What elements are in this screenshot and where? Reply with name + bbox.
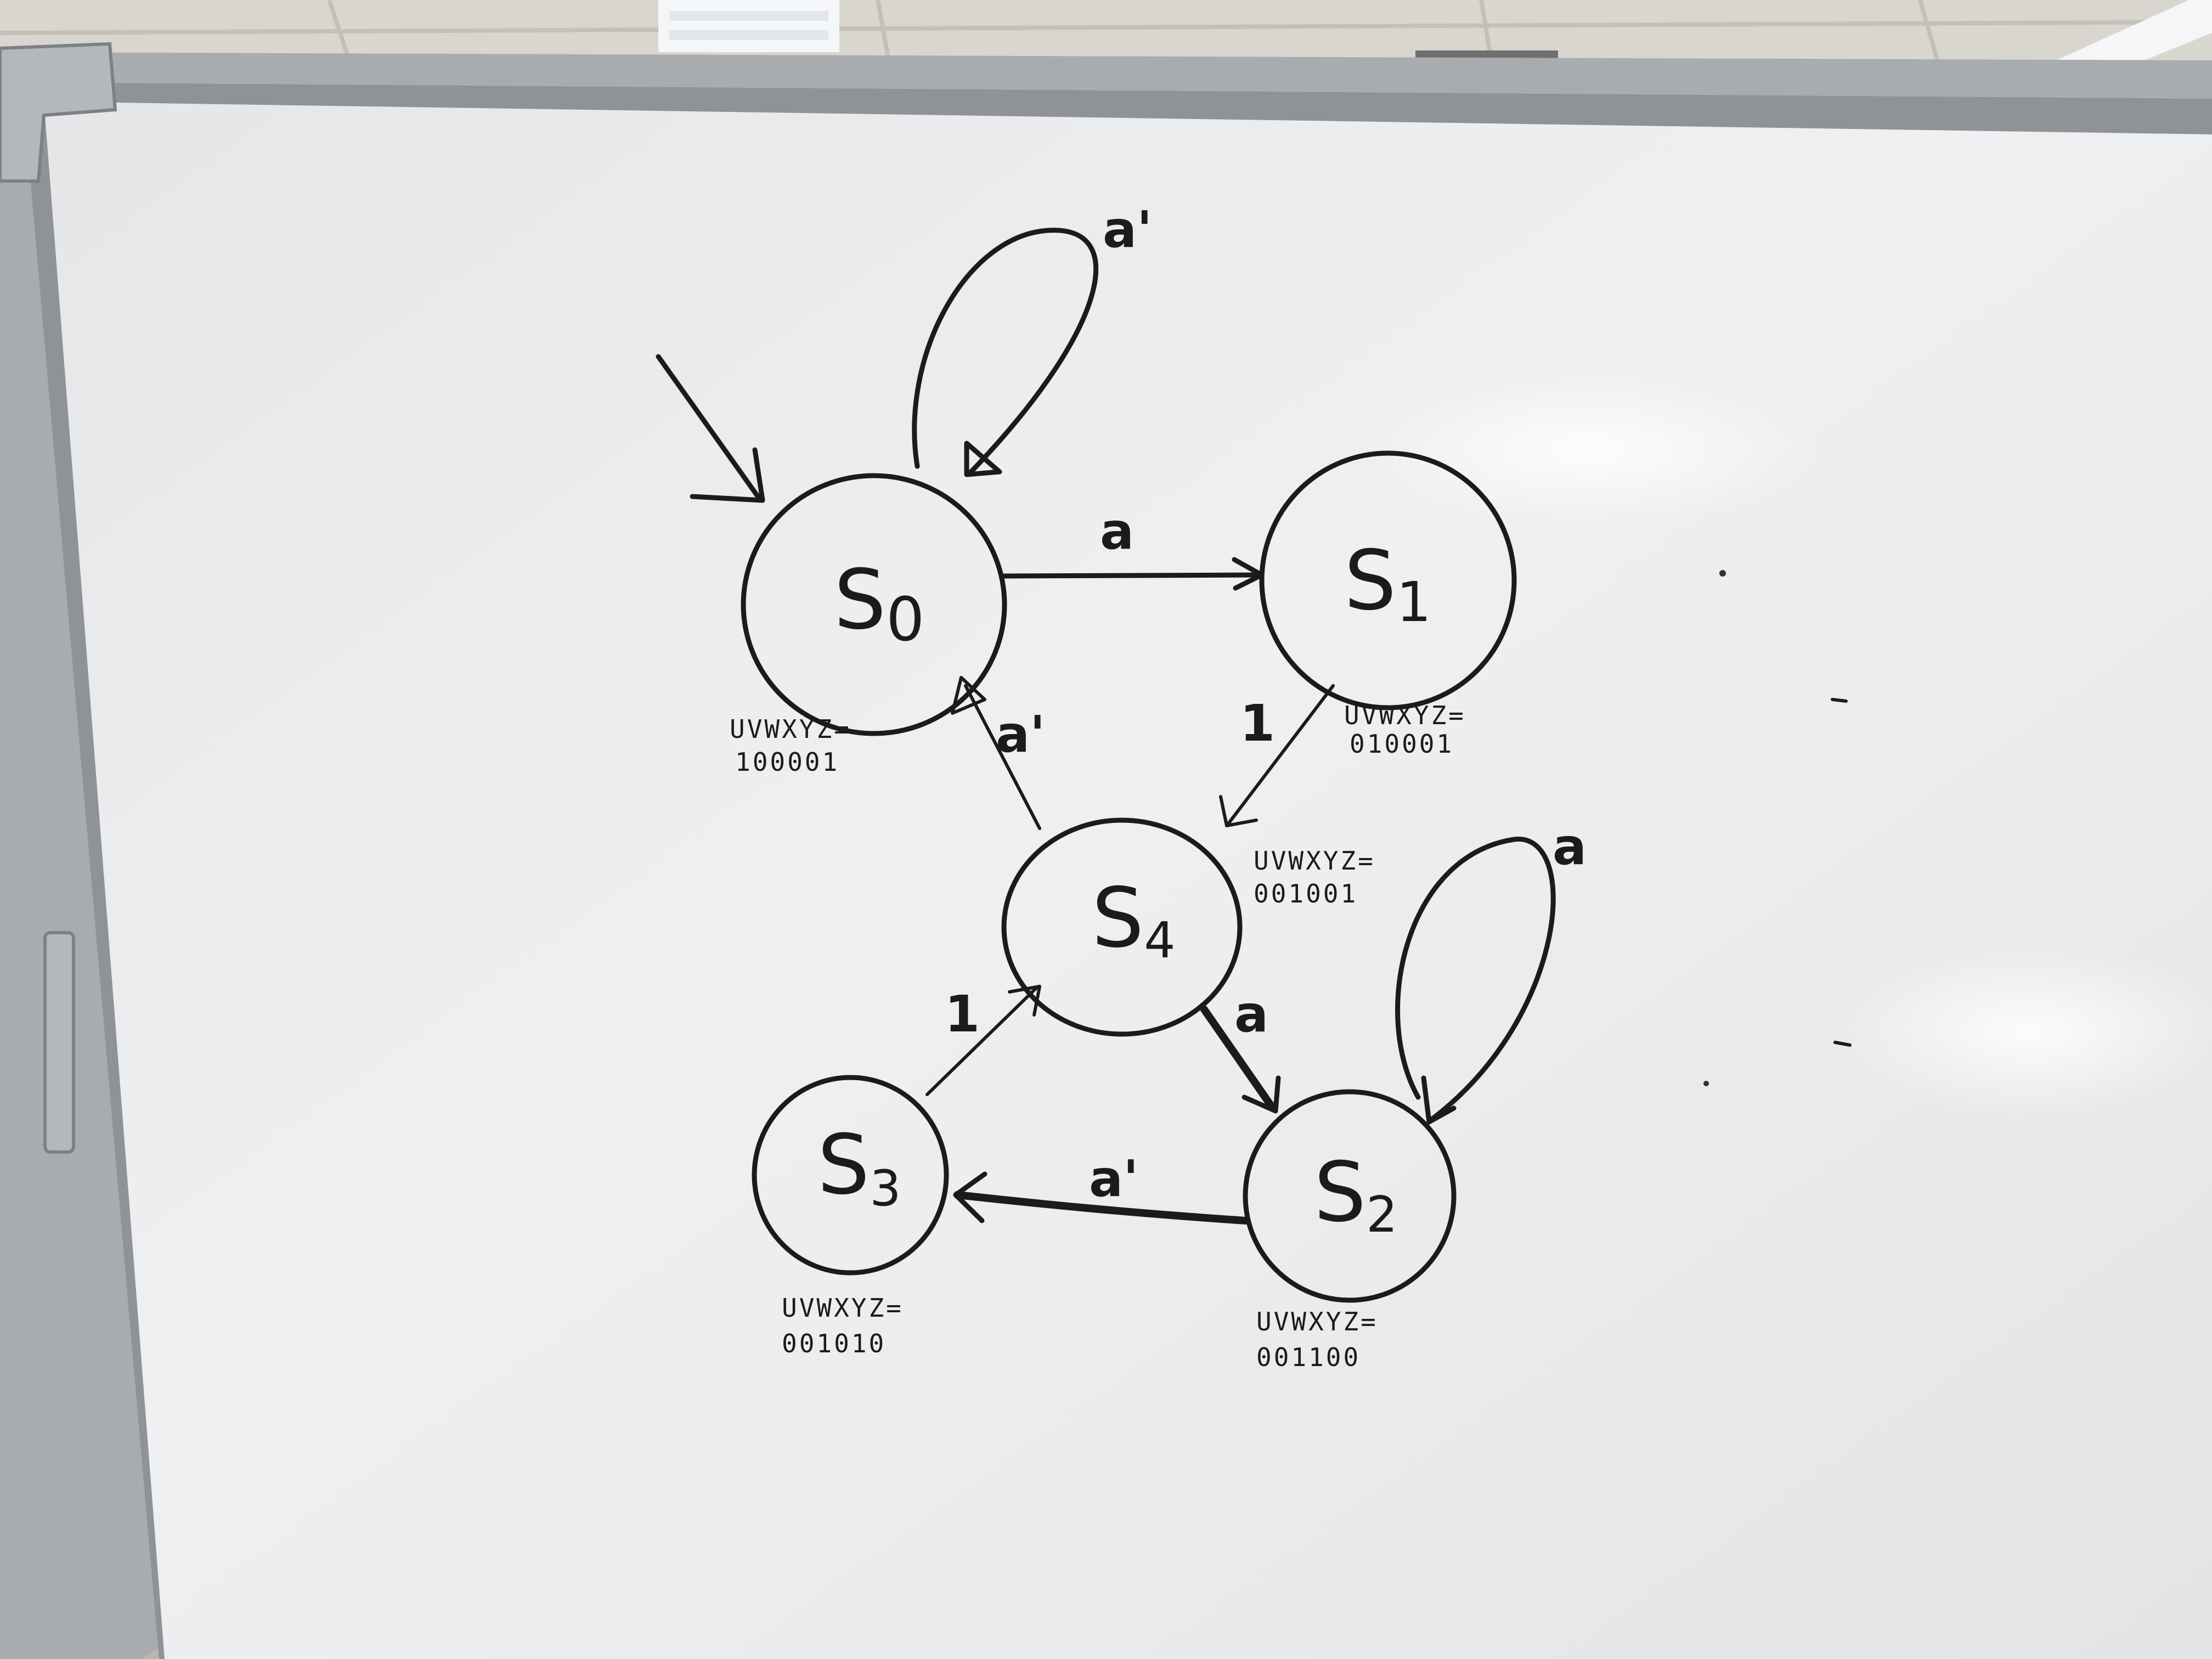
transition-s1-s4: 1 <box>1219 684 1335 827</box>
transition-s4-s2: a <box>1200 985 1281 1114</box>
state-s4-output-header: UVWXYZ= <box>1254 846 1375 876</box>
edge-label-s1-s4: 1 <box>1240 694 1275 753</box>
transition-s0-self: a' <box>912 200 1152 477</box>
state-s4-output-value: 001001 <box>1254 879 1358 909</box>
svg-text:S3: S3 <box>817 1118 901 1217</box>
edge-label-s0-self: a' <box>1103 200 1152 259</box>
state-s3-output-header: UVWXYZ= <box>782 1293 904 1323</box>
state-s2: S2 UVWXYZ= 001100 <box>1243 1089 1457 1372</box>
transition-s4-s0: a' <box>951 676 1045 830</box>
state-s0: S0 UVWXYZ= 100001 <box>730 473 1007 777</box>
state-s4: S4 UVWXYZ= 001001 <box>1001 817 1375 1037</box>
state-s1: S1 UVWXYZ= 010001 <box>1259 450 1517 759</box>
svg-text:S4: S4 <box>1092 871 1175 969</box>
state-s3: S3 UVWXYZ= 001010 <box>752 1075 949 1358</box>
light-glare <box>1361 373 1821 527</box>
transition-s3-s4: 1 <box>926 985 1041 1096</box>
edge-label-s2-s3: a' <box>1089 1149 1138 1208</box>
whiteboard <box>0 42 2212 1659</box>
ceiling-light <box>658 0 839 52</box>
state-s3-output-value: 001010 <box>782 1329 886 1358</box>
state-s2-output-header: UVWXYZ= <box>1256 1307 1378 1336</box>
board-clip <box>43 931 75 1154</box>
edge-label-s3-s4: 1 <box>945 985 980 1043</box>
state-s1-output-header: UVWXYZ= <box>1344 701 1466 730</box>
edge-label-s4-s2: a <box>1234 985 1268 1043</box>
state-diagram: a' a 1 a' a a <box>656 200 1852 1372</box>
state-s1-output-value: 010001 <box>1350 729 1454 759</box>
svg-text:S0: S0 <box>834 552 924 654</box>
edge-label-s0-s1: a <box>1100 502 1134 561</box>
edge-label-s2-self: a <box>1553 817 1587 876</box>
state-s0-output-value: 100001 <box>735 747 839 777</box>
transition-s2-s3: a' <box>953 1149 1249 1224</box>
state-s0-output-header: UVWXYZ= <box>730 714 851 744</box>
transition-s2-self: a <box>1395 817 1587 1125</box>
initial-arrow <box>656 354 765 503</box>
edge-label-s4-s0: a' <box>996 705 1045 764</box>
marker-specks <box>1703 570 1852 1086</box>
state-s2-output-value: 001100 <box>1256 1342 1361 1372</box>
svg-text:S1: S1 <box>1344 533 1431 634</box>
corner-cap <box>0 42 117 183</box>
svg-text:S2: S2 <box>1314 1145 1397 1244</box>
